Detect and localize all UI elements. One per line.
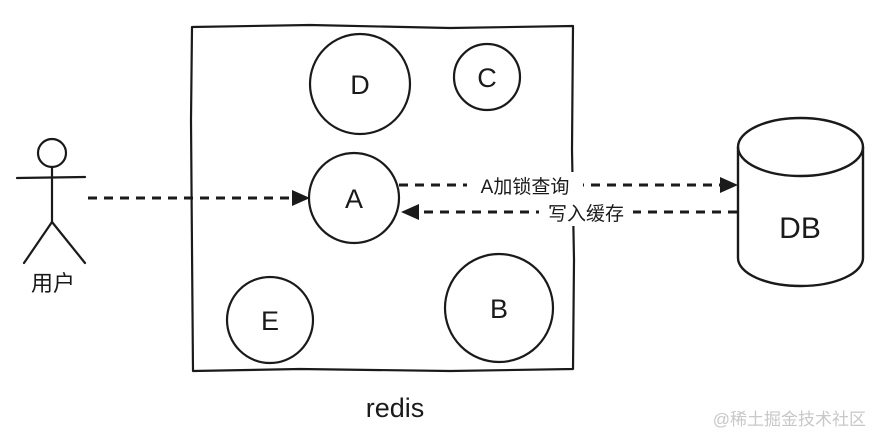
arrow-label-lock-query-bg (467, 172, 583, 199)
database-label: DB (779, 212, 821, 245)
arrow-label-write-cache-bg (539, 199, 633, 226)
node-circle-e (225, 275, 315, 365)
database-cylinder (736, 116, 865, 288)
arrow-label-lock-query: A加锁查询 (481, 176, 570, 198)
arrow-a-to-db-head (720, 177, 738, 193)
database-cylinder-body (736, 147, 865, 288)
arrow-label-write-cache: 写入缓存 (548, 203, 624, 225)
arrow-db-to-a-head (401, 204, 419, 220)
arrow-user-to-a (88, 190, 310, 206)
node-label-c: C (477, 63, 497, 93)
node-circle-d (308, 32, 412, 136)
database-cylinder-top (736, 116, 865, 178)
user-actor (15, 137, 87, 265)
arrow-a-to-db: A加锁查询 (399, 172, 738, 199)
redis-box (189, 23, 576, 373)
node-group: D C A E B (225, 32, 555, 365)
arrow-db-to-a: 写入缓存 (401, 199, 737, 226)
node-label-e: E (261, 306, 279, 336)
redis-box-label: redis (366, 393, 425, 423)
actor-arms (15, 175, 87, 180)
node-label-a: A (345, 184, 363, 214)
actor-leg-left (22, 220, 54, 265)
actor-head (36, 137, 68, 169)
node-label-b: B (490, 294, 508, 324)
watermark: @稀土掘金技术社区 (713, 410, 866, 429)
node-label-d: D (350, 70, 370, 100)
arrow-user-to-a-head (292, 190, 310, 206)
user-actor-label: 用户 (31, 271, 75, 296)
node-circle-b (443, 252, 555, 364)
actor-leg-right (50, 220, 87, 265)
node-circle-c (452, 42, 522, 112)
